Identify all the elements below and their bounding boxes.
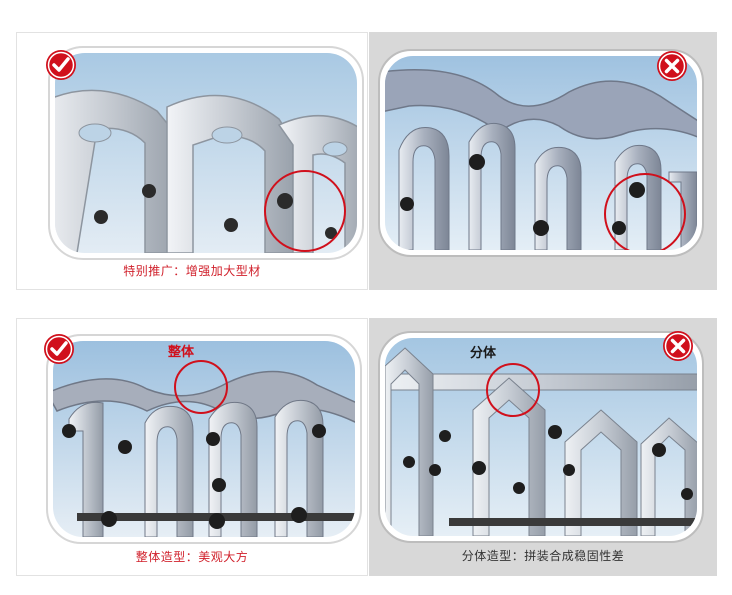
comparison-panel-4: 分体 分体造型：拼装合成稳固性差 bbox=[369, 318, 717, 576]
cross-circle-icon bbox=[663, 331, 693, 361]
comparison-panel-2 bbox=[369, 32, 717, 290]
photo-thin-arches bbox=[378, 49, 704, 257]
callout-label: 整体 bbox=[168, 345, 195, 360]
comparison-panel-1: 特别推广：增强加大型材 bbox=[16, 32, 368, 290]
photo-rounded-arches bbox=[48, 46, 364, 260]
photo-split-arches bbox=[378, 331, 704, 543]
callout-label: 分体 bbox=[470, 346, 497, 361]
panel-caption: 特别推广：增强加大型材 bbox=[123, 264, 261, 278]
comparison-panel-3: 整体 整体造型：美观大方 bbox=[16, 318, 368, 576]
check-circle-icon bbox=[46, 50, 76, 80]
check-circle-icon bbox=[44, 334, 74, 364]
panel-caption: 分体造型：拼装合成稳固性差 bbox=[461, 549, 625, 563]
cross-circle-icon bbox=[657, 51, 687, 81]
panel-caption: 整体造型：美观大方 bbox=[135, 550, 249, 564]
photo-one-piece-arches bbox=[46, 334, 362, 544]
